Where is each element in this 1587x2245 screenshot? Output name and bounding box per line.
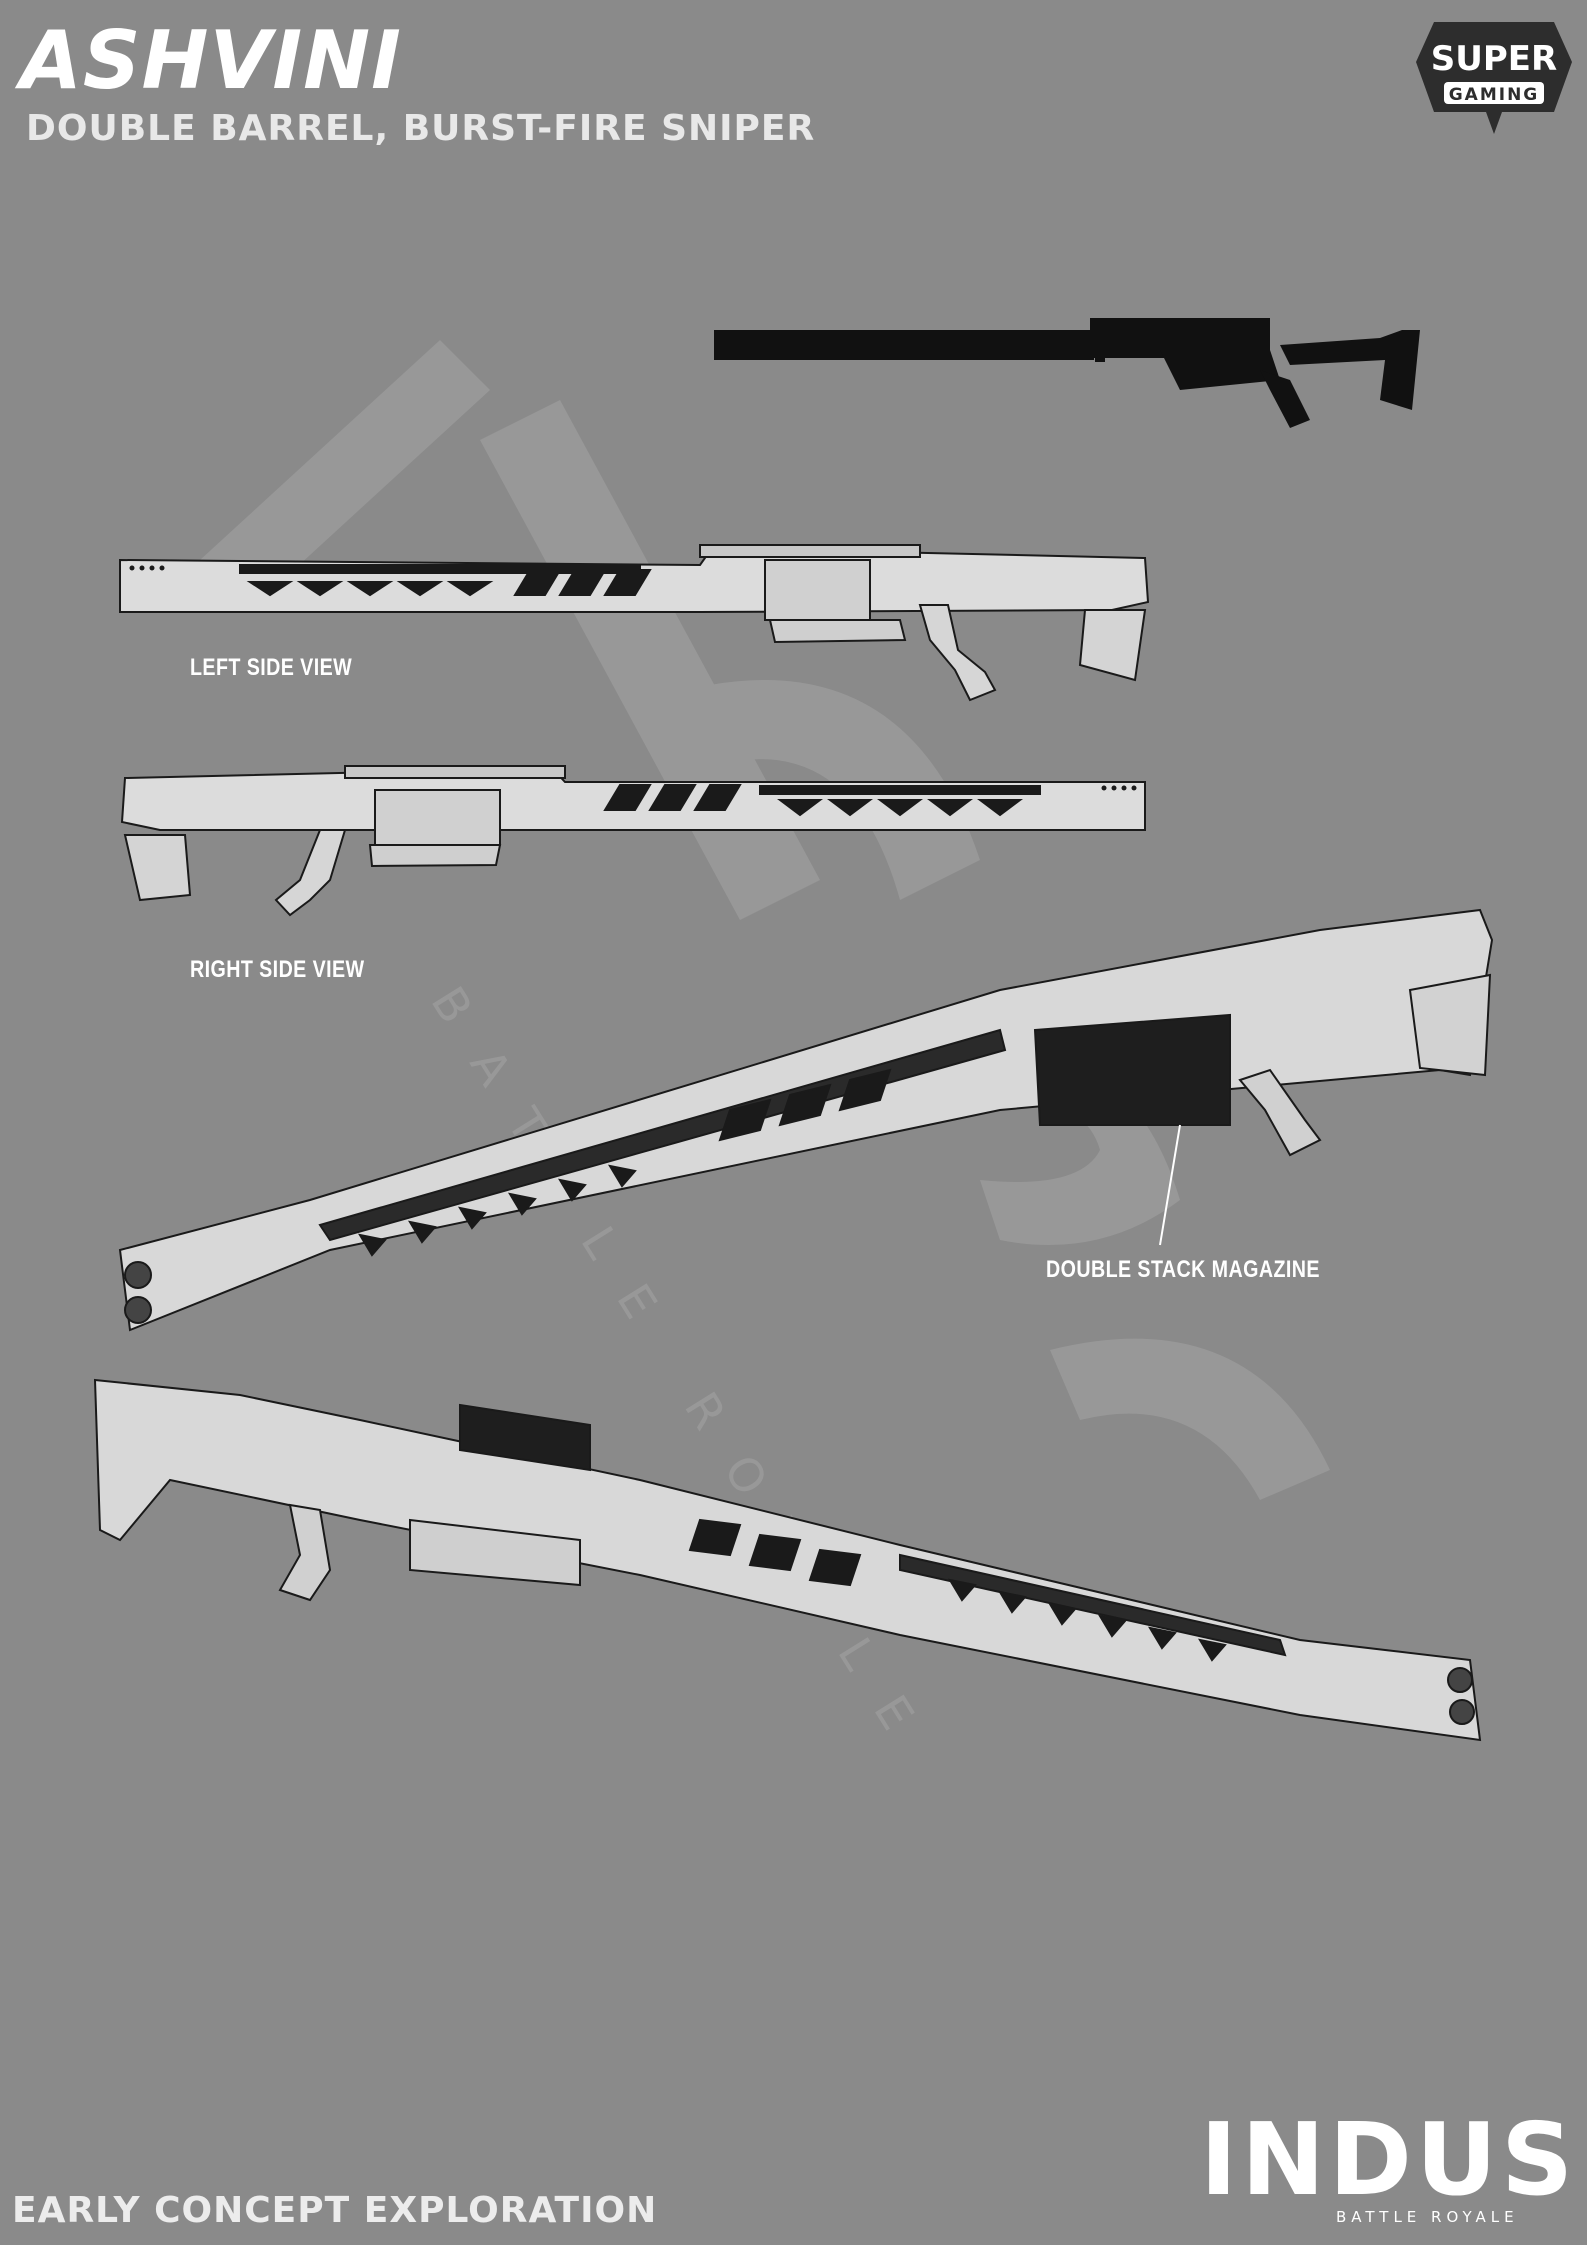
- label-double-stack-magazine: DOUBLE STACK MAGAZINE: [1046, 1256, 1320, 1283]
- rifle-perspective-view-1: [118, 908, 1494, 1332]
- logo-line2: GAMING: [1449, 85, 1540, 105]
- super-gaming-logo: SUPER GAMING: [1416, 22, 1572, 134]
- indus-logo: INDUS BATTLE ROYALE: [1200, 2110, 1570, 2226]
- page-title: ASHVINI: [20, 14, 402, 107]
- rifle-silhouette: [714, 318, 1420, 428]
- footer-text: EARLY CONCEPT EXPLORATION: [12, 2190, 658, 2231]
- logo-line1: SUPER: [1431, 39, 1557, 79]
- page-subtitle: DOUBLE BARREL, BURST-FIRE SNIPER: [26, 108, 816, 149]
- label-left-side-view: LEFT SIDE VIEW: [190, 654, 353, 681]
- label-right-side-view: RIGHT SIDE VIEW: [190, 956, 365, 983]
- rifle-left-side-view: [119, 544, 1150, 702]
- rifle-right-side-view: [120, 765, 1146, 917]
- indus-tagline: BATTLE ROYALE: [1336, 2208, 1519, 2226]
- indus-name: INDUS: [1200, 2110, 1570, 2218]
- rifle-perspective-view-2: [93, 1378, 1482, 1742]
